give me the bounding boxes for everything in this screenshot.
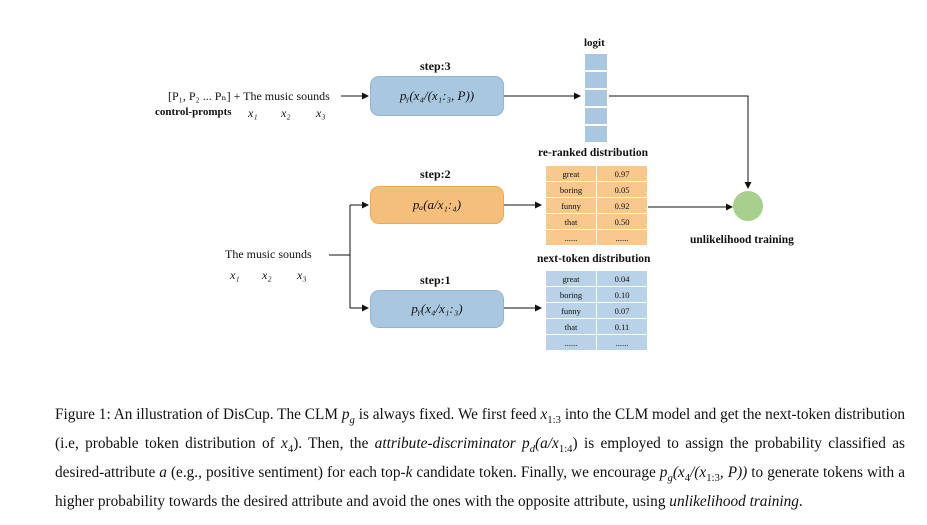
next-token-table: great 0.04 boring 0.10 funny 0.07 that 0… <box>545 270 648 351</box>
table-cell: 0.04 <box>596 270 648 287</box>
table-cell: funny <box>545 302 597 319</box>
table-cell: 0.10 <box>596 286 648 303</box>
table-cell: 0.05 <box>596 181 648 198</box>
step1-formula: pᵧ(x₄/x₁:₃) <box>411 301 463 316</box>
top-x3: x₃ <box>316 106 326 120</box>
table-cell: funny <box>545 197 597 214</box>
table-row: great 0.04 <box>545 270 648 287</box>
mid-input-text: The music sounds <box>225 247 312 261</box>
unlikelihood-label: unlikelihood training <box>690 234 794 246</box>
mid-x1: x₁ <box>230 268 240 282</box>
step2-box: pₐ(a/x₁:₄) <box>370 186 504 224</box>
step1-label: step:1 <box>420 273 451 287</box>
table-cell: 0.11 <box>596 318 648 335</box>
table-cell: 0.50 <box>596 213 648 230</box>
top-input-text: [P₁, P₂ ... Pₙ] + The music sounds <box>168 89 330 103</box>
table-cell: boring <box>545 286 597 303</box>
table-row: that 0.11 <box>545 318 648 335</box>
logit-cell-2 <box>584 71 608 89</box>
logit-label: logit <box>584 37 605 49</box>
table-cell: ...... <box>545 229 597 246</box>
control-prompts-label: control-prompts <box>155 106 232 118</box>
table-row: boring 0.05 <box>545 181 648 198</box>
table-cell: boring <box>545 181 597 198</box>
table-row: boring 0.10 <box>545 286 648 303</box>
table-row: funny 0.92 <box>545 197 648 214</box>
mid-x3: x₃ <box>297 268 307 282</box>
table-cell: ...... <box>596 334 648 351</box>
step2-label: step:2 <box>420 167 451 181</box>
table-cell: ...... <box>545 334 597 351</box>
reranked-table: great 0.97 boring 0.05 funny 0.92 that 0… <box>545 165 648 246</box>
table-cell: 0.07 <box>596 302 648 319</box>
table-cell: 0.97 <box>596 165 648 182</box>
unlikelihood-node <box>733 191 763 221</box>
step3-box: pᵧ(x₄/(x₁:₃, P)) <box>370 76 504 116</box>
table-cell: 0.92 <box>596 197 648 214</box>
table-row: funny 0.07 <box>545 302 648 319</box>
logit-cell-4 <box>584 107 608 125</box>
figure-caption: Figure 1: An illustration of DisCup. The… <box>55 406 906 511</box>
top-x1: x₁ <box>248 106 258 120</box>
table-row: ...... ...... <box>545 229 648 246</box>
table-row: ...... ...... <box>545 334 648 351</box>
table-cell: great <box>545 165 597 182</box>
logit-cell-1 <box>584 53 608 71</box>
step2-formula: pₐ(a/x₁:₄) <box>412 197 462 212</box>
table-cell: that <box>545 318 597 335</box>
logit-cell-5 <box>584 125 608 143</box>
step3-formula: pᵧ(x₄/(x₁:₃, P)) <box>399 88 475 103</box>
step3-label: step:3 <box>420 59 451 73</box>
next-token-title: next-token distribution <box>537 253 651 265</box>
table-cell: that <box>545 213 597 230</box>
table-cell: ...... <box>596 229 648 246</box>
logit-cell-3 <box>584 89 608 107</box>
step1-box: pᵧ(x₄/x₁:₃) <box>370 290 504 328</box>
reranked-title: re-ranked distribution <box>538 147 649 159</box>
table-row: that 0.50 <box>545 213 648 230</box>
top-x2: x₂ <box>281 106 291 120</box>
table-cell: great <box>545 270 597 287</box>
mid-x2: x₂ <box>262 268 272 282</box>
table-row: great 0.97 <box>545 165 648 182</box>
